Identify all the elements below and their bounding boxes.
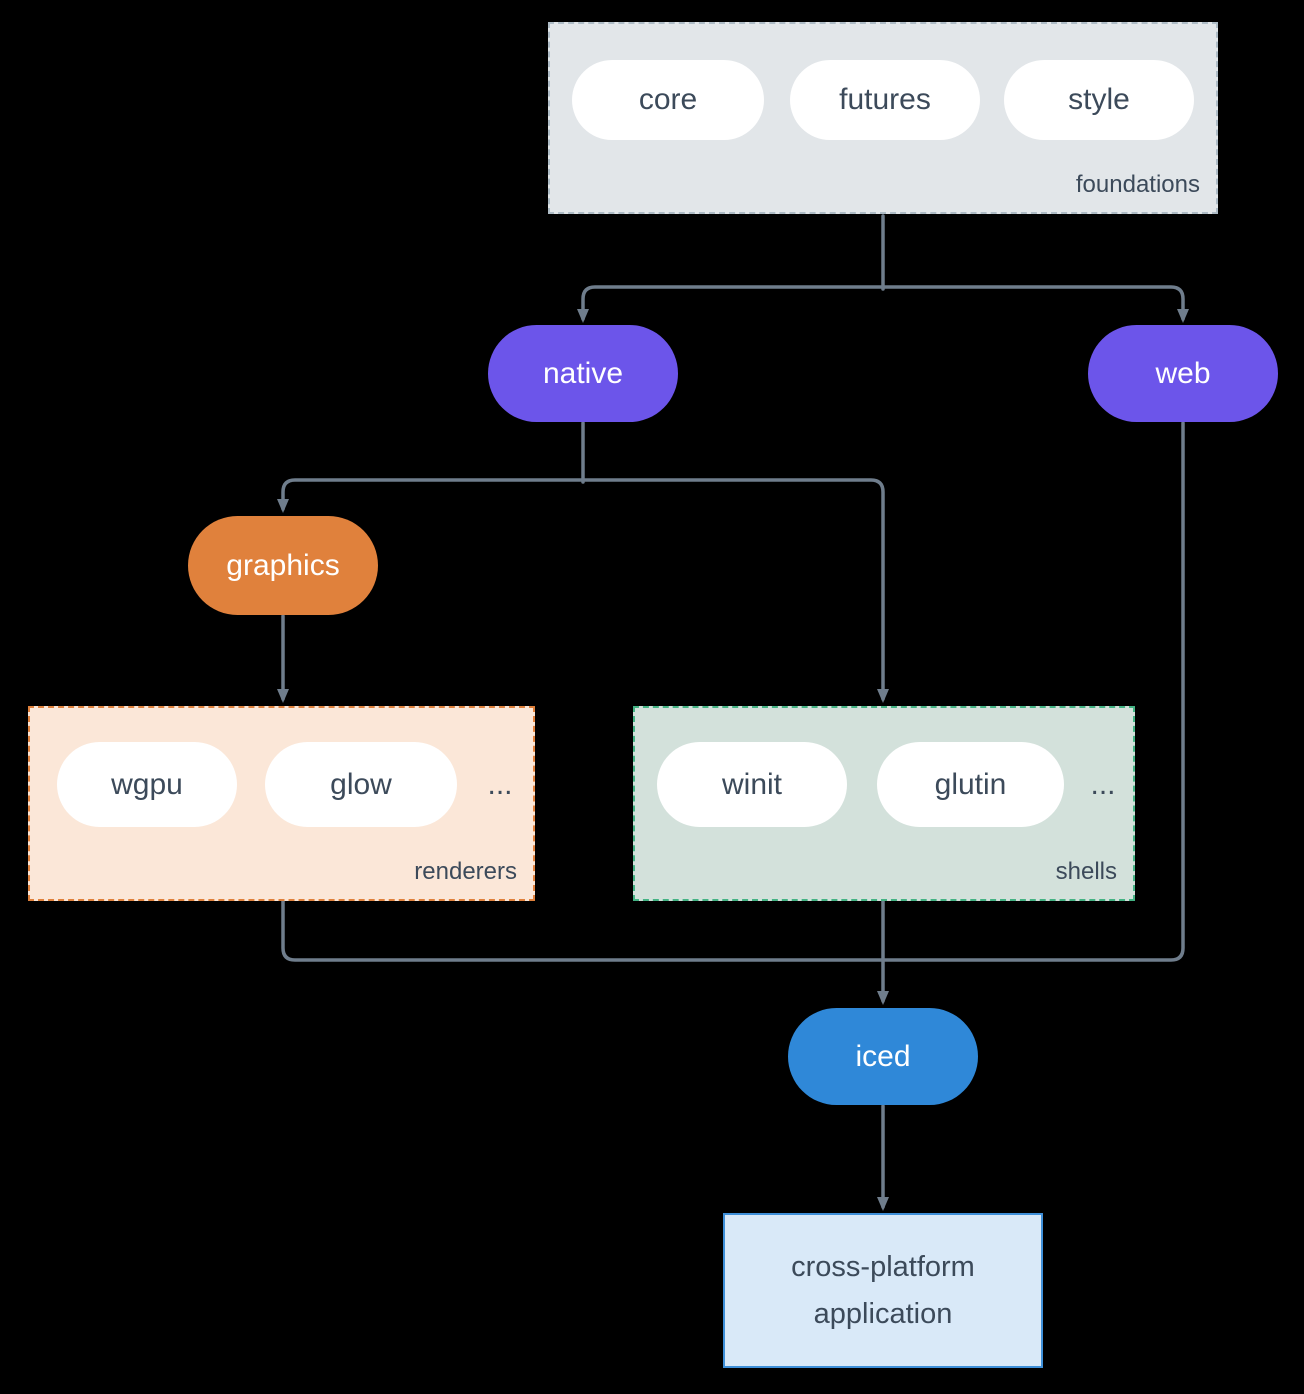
- edge-native-graphics: [277, 478, 585, 513]
- foundations-label: foundations: [1075, 171, 1200, 198]
- node-graphics: graphics: [188, 516, 378, 615]
- node-iced: iced: [788, 1008, 978, 1105]
- node-glutin: glutin: [877, 742, 1064, 827]
- edge-web-junction: [881, 421, 1185, 962]
- edge-renderers-junction: [281, 899, 885, 962]
- node-native: native: [488, 325, 678, 422]
- renderers-more-indicator: ...: [487, 767, 513, 801]
- node-winit: winit: [657, 742, 847, 827]
- node-glow: glow: [265, 742, 457, 827]
- edge-native-shells: [581, 478, 889, 703]
- renderers-group: wgpu glow ... renderers: [28, 706, 535, 901]
- node-style: style: [1004, 60, 1194, 140]
- node-core: core: [572, 60, 764, 140]
- shells-group: winit glutin ... shells: [633, 706, 1135, 901]
- node-cross-platform-application: cross-platform application: [723, 1213, 1043, 1368]
- shells-more-indicator: ...: [1090, 767, 1116, 801]
- shells-label: shells: [1055, 858, 1117, 885]
- node-web: web: [1088, 325, 1278, 422]
- node-futures: futures: [790, 60, 980, 140]
- edge-foundations-web: [881, 285, 1189, 323]
- node-wgpu: wgpu: [57, 742, 237, 827]
- foundations-group: core futures style foundations: [548, 22, 1218, 214]
- renderers-label: renderers: [414, 858, 517, 885]
- edge-foundations-native: [577, 285, 885, 323]
